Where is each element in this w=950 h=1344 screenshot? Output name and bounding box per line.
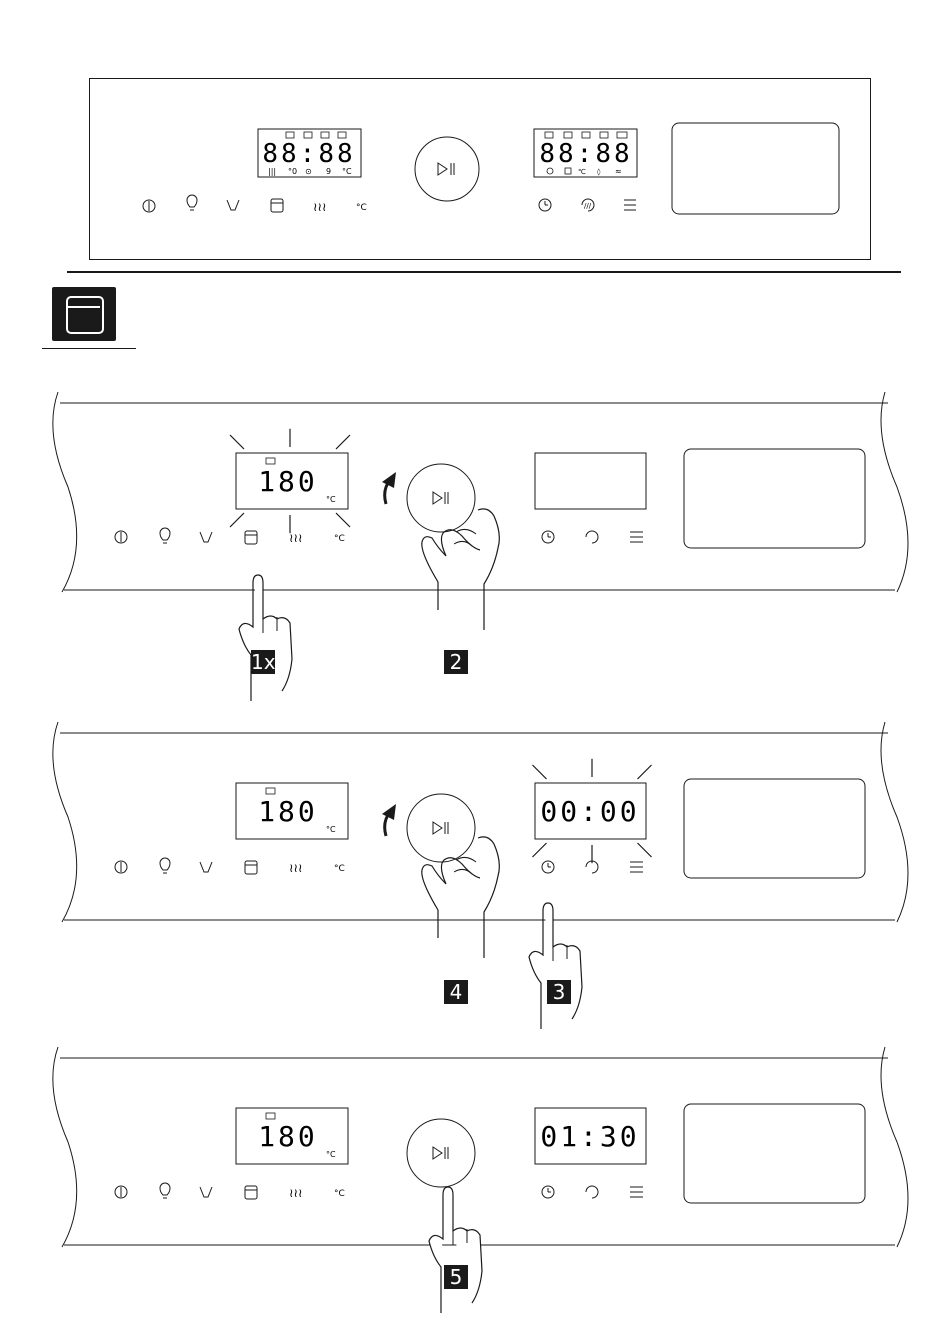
step-2-celsius-button[interactable]: °C (334, 864, 345, 874)
step-3-start-pause-knob[interactable] (407, 1119, 475, 1187)
step-1-temperature: 180 (258, 465, 318, 498)
step-1-light-icon[interactable] (160, 528, 170, 543)
step-3-oven-function-icon[interactable] (245, 1186, 257, 1199)
step-1-menu-icon[interactable] (630, 532, 643, 542)
step-2-finger-clock-button (529, 903, 582, 1029)
step-3-time-digits: 01:30 (540, 1120, 639, 1153)
step-1-oven-function-icon[interactable] (245, 531, 257, 544)
step-2-power-icon[interactable] (115, 861, 127, 873)
step-panel-2: 180 °C 00:00 ≀≀≀ °C (53, 722, 908, 1029)
badge-step-2: 2 (444, 650, 468, 674)
step-panel-1: 180 °C ≀≀≀ °C (53, 392, 908, 701)
step-1-finger-oven-button (239, 575, 292, 701)
step-1-program-icon[interactable] (586, 531, 598, 543)
step-2-clock-icon[interactable] (542, 861, 554, 873)
step-2-temperature: 180 (258, 795, 318, 828)
step-3-steam-icon[interactable] (200, 1187, 212, 1197)
step-3-program-icon[interactable] (586, 1186, 598, 1198)
step-3-power-icon[interactable] (115, 1186, 127, 1198)
step-1-turn-arrow (382, 472, 396, 504)
step-1-temp-unit: °C (326, 495, 336, 504)
step-1-heat-icon[interactable]: ≀≀≀ (289, 531, 303, 545)
step-panel-3: 180 °C 01:30 ≀≀≀ °C (53, 1047, 908, 1313)
step-2-menu-icon[interactable] (630, 862, 643, 872)
step-2-blank-panel (684, 779, 865, 878)
step-3-heat-icon[interactable]: ≀≀≀ (289, 1186, 303, 1200)
step-3-celsius-button[interactable]: °C (334, 1189, 345, 1199)
step-3-light-icon[interactable] (160, 1183, 170, 1198)
badge-step-4: 4 (444, 980, 468, 1004)
step-2-light-icon[interactable] (160, 858, 170, 873)
step-3-menu-icon[interactable] (630, 1187, 643, 1197)
step-1-start-pause-knob[interactable] (407, 464, 475, 532)
step-2-temp-unit: °C (326, 825, 336, 834)
step-2-time-digits: 00:00 (540, 795, 639, 828)
step-1-clock-icon[interactable] (542, 531, 554, 543)
step-3-finger-knob (429, 1187, 482, 1313)
badge-step-1x: 1x (251, 650, 275, 674)
step-3-clock-icon[interactable] (542, 1186, 554, 1198)
step-1-power-icon[interactable] (115, 531, 127, 543)
step-3-temperature: 180 (258, 1120, 318, 1153)
step-2-oven-function-icon[interactable] (245, 861, 257, 874)
step-3-blank-panel (684, 1104, 865, 1203)
badge-step-5: 5 (444, 1265, 468, 1289)
step-1-time-display (535, 453, 646, 509)
step-1-steam-icon[interactable] (200, 532, 212, 542)
step-2-heat-icon[interactable]: ≀≀≀ (289, 861, 303, 875)
step-2-start-pause-knob[interactable] (407, 794, 475, 862)
step-1-blank-panel (684, 449, 865, 548)
step-3-temp-unit: °C (326, 1150, 336, 1159)
step-2-turn-arrow (382, 804, 396, 836)
step-1-celsius-button[interactable]: °C (334, 534, 345, 544)
step-2-steam-icon[interactable] (200, 862, 212, 872)
badge-step-3: 3 (547, 980, 571, 1004)
